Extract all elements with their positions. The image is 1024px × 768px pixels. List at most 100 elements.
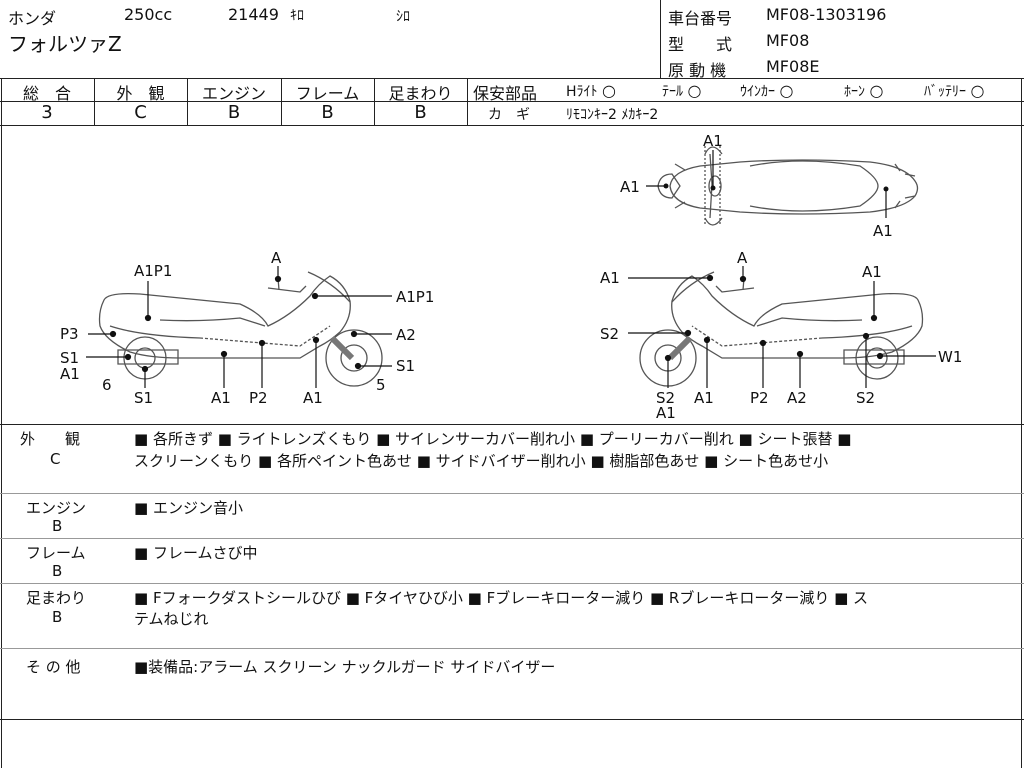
mileage-value: 21449	[228, 5, 279, 24]
marker-dot	[706, 274, 714, 282]
remark-label-suspension: 足まわり	[26, 589, 87, 607]
marker-label: A1	[703, 132, 723, 150]
marker-dot	[663, 183, 669, 189]
marker-label: A1P1	[134, 262, 172, 280]
grade-label-engine: エンジン	[201, 84, 266, 103]
marker-dot	[739, 275, 747, 283]
frame-no-label: 車台番号	[668, 9, 733, 28]
marker-label: A1	[873, 222, 893, 240]
marker-dot	[144, 314, 152, 322]
marker-label: A1P1	[396, 288, 434, 306]
safety-item-battery: ﾊﾞｯﾃﾘｰ ○	[924, 81, 984, 101]
ok-mark: ○	[601, 81, 616, 100]
marker-label: P3	[60, 325, 79, 343]
grade-label-frame: フレーム	[295, 84, 360, 103]
marker-label: A2	[787, 389, 807, 407]
ok-mark: ○	[687, 81, 702, 100]
ok-mark: ○	[869, 81, 884, 100]
safety-item-label: ｳｲﾝｶｰ	[740, 84, 775, 100]
marker-label: A1	[620, 178, 640, 196]
marker-dot	[710, 185, 716, 191]
remark-line: テムねじれ	[134, 610, 209, 628]
remark-grade-frame: B	[52, 562, 63, 580]
safety-label: 保安部品	[473, 84, 538, 103]
marker-label: A1	[211, 389, 231, 407]
remark-label-exterior: 外 観	[20, 430, 81, 448]
safety-item-label: ﾊﾞｯﾃﾘｰ	[924, 84, 966, 100]
marker-label: A1	[60, 365, 80, 383]
type-value: MF08	[766, 31, 810, 50]
marker-dot	[109, 330, 117, 338]
border-right	[1021, 78, 1022, 768]
marker-label: A1	[656, 404, 676, 422]
marker-label: A1	[303, 389, 323, 407]
marker-dot	[870, 314, 878, 322]
rule	[0, 493, 1024, 494]
remark-grade-suspension: B	[52, 608, 63, 626]
rule	[0, 424, 1024, 425]
remark-line: ■ エンジン音小	[134, 499, 243, 517]
rule	[0, 583, 1024, 584]
left-view-markers	[86, 266, 392, 388]
rule	[0, 648, 1024, 649]
rule	[0, 125, 1024, 126]
top-view-markers: A1 A1 A1	[620, 132, 893, 240]
color: ｼﾛ	[396, 9, 410, 25]
mileage-unit: ｷﾛ	[290, 8, 304, 24]
header-divider	[660, 0, 661, 78]
marker-label: 6	[102, 376, 112, 394]
remark-grade-exterior: C	[50, 450, 61, 468]
safety-item-label: ﾃｰﾙ	[662, 84, 683, 100]
ok-mark: ○	[779, 81, 794, 100]
marker-label: S2	[856, 389, 875, 407]
left-view-labels: A A1P1 A1P1 P3 A2 S1 A1 S1 6 S1 A1 P2 A1…	[60, 249, 434, 407]
grade-value-exterior: C	[134, 102, 147, 123]
displacement: 250cc	[124, 5, 173, 24]
right-view-markers	[628, 266, 936, 388]
top-view-scooter	[657, 146, 919, 226]
right-view-scooter	[639, 271, 924, 387]
marker-label: S2	[656, 389, 675, 407]
engine-value: MF08E	[766, 57, 820, 76]
rule	[0, 78, 1024, 79]
maker: ホンダ	[8, 9, 57, 28]
marker-label: A2	[396, 326, 416, 344]
remark-label-engine: エンジン	[26, 499, 87, 517]
marker-label: S1	[396, 357, 415, 375]
type-label: 型 式	[668, 35, 733, 54]
rule	[0, 719, 1024, 720]
safety-item-label: Hﾗｲﾄ	[566, 84, 598, 100]
remark-grade-engine: B	[52, 517, 63, 535]
marker-label: P2	[249, 389, 268, 407]
marker-dot	[124, 353, 132, 361]
grade-label-exterior: 外 観	[116, 84, 165, 103]
marker-label: A1	[694, 389, 714, 407]
key-value: ﾘﾓｺﾝｷｰ2 ﾒｶｷｰ2	[566, 107, 659, 123]
damage-diagram: A1 A1 A1	[60, 132, 962, 422]
mileage: 21449 ｷﾛ	[228, 5, 304, 25]
remark-line: ■装備品:アラーム スクリーン ナックルガード サイドバイザー	[134, 658, 556, 676]
remark-label-frame: フレーム	[26, 544, 86, 562]
border-left	[1, 78, 2, 768]
key-label: カ ギ	[488, 107, 530, 123]
marker-dot	[876, 352, 884, 360]
marker-label: S2	[600, 325, 619, 343]
grade-value-engine: B	[227, 102, 241, 123]
rule	[0, 101, 467, 102]
engine-label: 原 動 機	[668, 61, 727, 80]
model-name: フォルツァZ	[8, 32, 122, 56]
safety-item-horn: ﾎｰﾝ ○	[844, 81, 883, 101]
marker-dot	[274, 275, 282, 283]
grade-value-total: 3	[41, 102, 53, 123]
marker-label: A1	[862, 263, 882, 281]
marker-dot	[684, 329, 692, 337]
remark-label-other: そ の 他	[26, 658, 81, 676]
safety-item-headlight: Hﾗｲﾄ ○	[566, 81, 616, 101]
marker-label: P2	[750, 389, 769, 407]
right-view-labels: A1 A A1 S2 W1 S2 A1 A1 P2 A2 S2	[600, 249, 962, 422]
remark-line: ■ フレームさび中	[134, 544, 258, 562]
rule	[467, 101, 1024, 102]
remark-line: ■ 各所きず ■ ライトレンズくもり ■ サイレンサーカバー削れ小 ■ プーリー…	[134, 430, 852, 448]
marker-label: W1	[938, 348, 962, 366]
marker-label: S1	[134, 389, 153, 407]
